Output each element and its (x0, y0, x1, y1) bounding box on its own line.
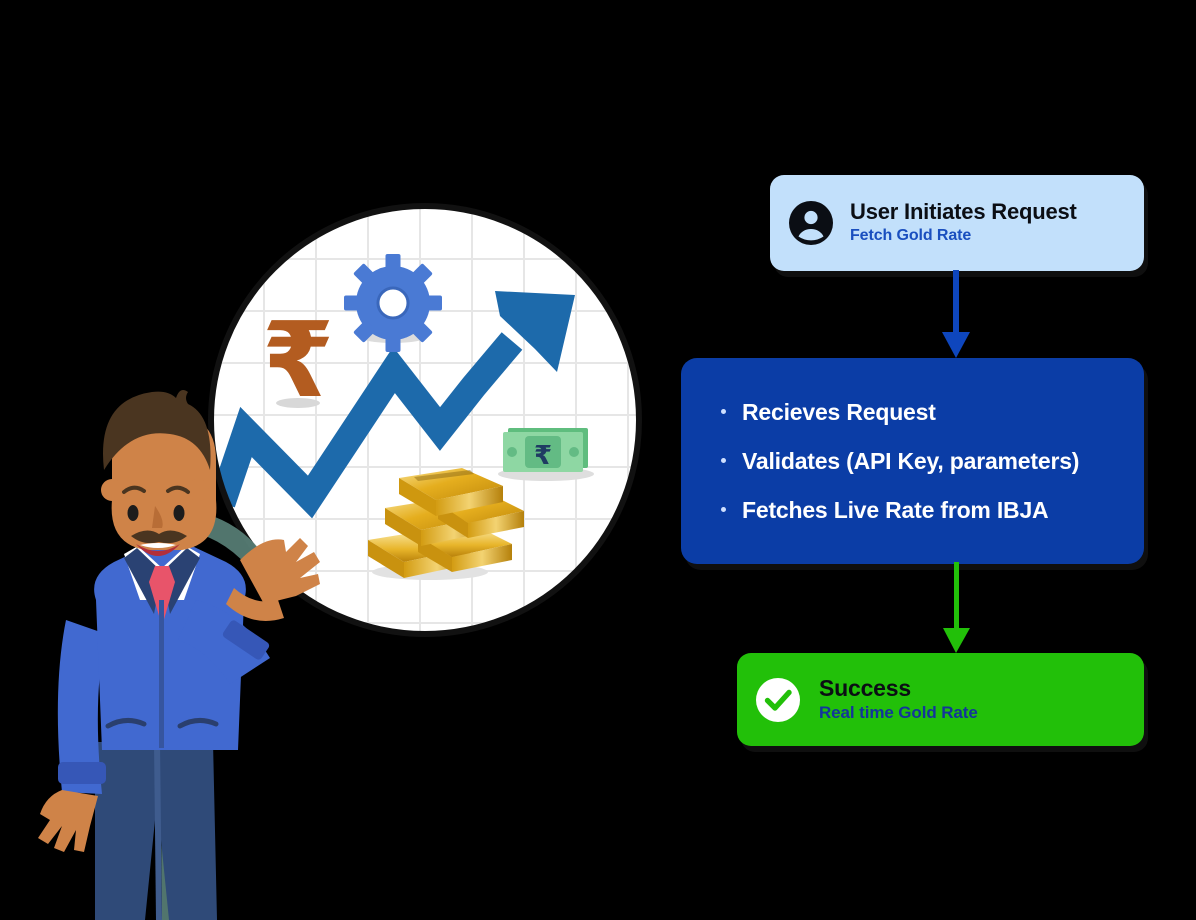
gold-bars-icon (368, 468, 524, 580)
flow-node-success[interactable]: Success Real time Gold Rate (737, 653, 1144, 746)
user-avatar-icon (788, 200, 834, 246)
connector-api-to-success (938, 562, 974, 655)
flow-node-api-processing[interactable]: Recieves Request Validates (API Key, par… (681, 358, 1144, 564)
flow-node-user-initiates-request[interactable]: User Initiates Request Fetch Gold Rate (770, 175, 1144, 271)
magnifier-circle: ₹ (208, 203, 642, 637)
svg-text:₹: ₹ (262, 299, 334, 421)
svg-text:₹: ₹ (534, 441, 552, 471)
trousers (95, 742, 217, 920)
list-item-label: Fetches Live Rate from IBJA (742, 496, 1049, 523)
hair (103, 390, 211, 470)
connector-user-to-api (938, 270, 974, 360)
growth-arrow-icon (210, 291, 575, 519)
tie (149, 566, 175, 626)
bullet-dot (721, 457, 726, 463)
bullet-dot (721, 408, 726, 414)
right-hand (226, 538, 320, 621)
list-item: Fetches Live Rate from IBJA (721, 497, 1079, 524)
api-flow-diagram: User Initiates Request Fetch Gold Rate R… (660, 150, 1196, 770)
list-item-label: Validates (API Key, parameters) (742, 447, 1080, 474)
left-hand (38, 790, 98, 852)
list-item: Validates (API Key, parameters) (721, 448, 1079, 475)
node-title: Success (819, 675, 911, 702)
list-item-label: Recieves Request (742, 398, 936, 425)
banknote-icon: ₹ (498, 428, 594, 481)
moustache (131, 530, 187, 544)
list-item: Recieves Request (721, 399, 1079, 426)
bullet-dot (721, 506, 726, 512)
node-subtitle: Real time Gold Rate (819, 703, 978, 723)
api-processing-list: Recieves Request Validates (API Key, par… (721, 399, 1079, 524)
jacket (94, 546, 246, 750)
gear-icon (344, 254, 442, 352)
node-subtitle: Fetch Gold Rate (850, 227, 972, 245)
gold-rate-hero-illustration: ₹ (38, 203, 642, 920)
node-title: User Initiates Request (850, 199, 1077, 225)
check-circle-icon (755, 677, 801, 723)
rupee-symbol-icon: ₹ (262, 299, 334, 421)
businessman-character (38, 390, 320, 920)
